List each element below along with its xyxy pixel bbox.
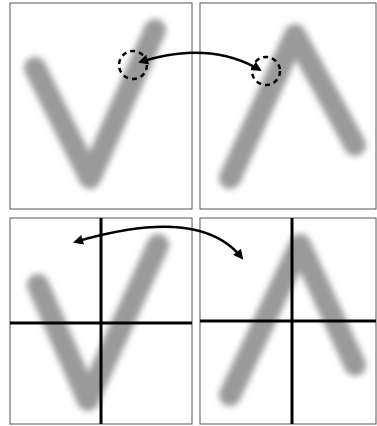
panel-bottom-right <box>200 218 376 424</box>
panel-top-right <box>200 3 376 209</box>
panel-top-left <box>10 3 192 209</box>
panel-bottom-left <box>10 218 192 424</box>
